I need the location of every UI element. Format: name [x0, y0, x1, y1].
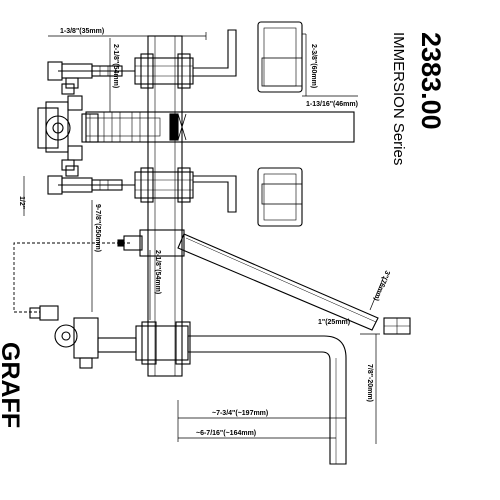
dim-top-offset: 1-3/8"(35mm): [60, 28, 104, 35]
dim-spout-rise: 3"(76mm): [372, 269, 391, 301]
dim-stem-a: 2-1/8"(54mm): [112, 44, 119, 88]
escutcheon-detail: [257, 21, 303, 227]
handshower-holder: [117, 229, 411, 335]
dim-left-gap: 1/2": [18, 196, 25, 209]
hose: [13, 242, 130, 313]
brand-logo: GRAFF: [0, 342, 24, 428]
dim-spout-tip: 1"(25mm): [318, 319, 350, 326]
lower-valve-assembly: [47, 165, 237, 213]
model-number: 2383.00: [416, 32, 446, 130]
dim-spout-reach-a: ~7-3/4"(~197mm): [212, 410, 268, 417]
dim-plate-width: 1-13/16"(46mm): [306, 101, 358, 108]
dim-spout-reach-b: ~6-7/16"(~164mm): [196, 430, 256, 437]
tub-spout: [29, 305, 347, 465]
dim-spout-depth: 7/8"-20mm): [366, 364, 373, 402]
diverter-assembly: [37, 83, 355, 171]
dim-body-length: 9-7/8"(250mm): [94, 204, 101, 252]
dim-stem-b: 2-1/8"(54mm): [154, 250, 161, 294]
series-name: IMMERSION Series: [390, 32, 407, 165]
dimension-lines: [23, 32, 385, 444]
dim-handle-height: 2-3/8"(60mm): [310, 44, 317, 88]
upper-valve-assembly: [47, 29, 237, 89]
